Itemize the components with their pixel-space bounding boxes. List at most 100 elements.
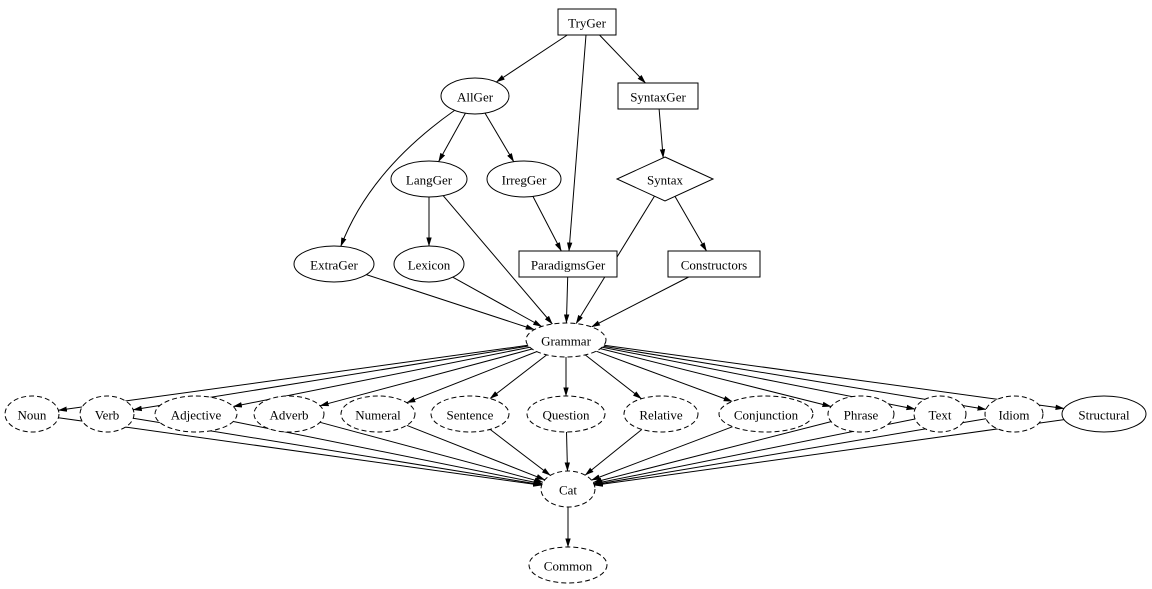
node-label-Numeral: Numeral <box>355 408 401 423</box>
node-shape-Relative <box>623 395 699 433</box>
node-label-LangGer: LangGer <box>406 173 453 188</box>
node-shape-Structural <box>1061 395 1147 433</box>
edge-TryGer-AllGer <box>495 34 568 83</box>
node-shape-Idiom <box>984 395 1044 433</box>
edge-Numeral-Cat <box>406 424 546 481</box>
node-Conjunction: Conjunction <box>718 395 814 433</box>
node-label-Relative: Relative <box>639 408 683 423</box>
node-label-Common: Common <box>544 559 593 574</box>
node-label-AllGer: AllGer <box>457 90 494 105</box>
edge-Grammar-Relative <box>584 354 642 400</box>
node-label-ExtraGer: ExtraGer <box>310 258 358 273</box>
edge-Adjective-Cat <box>233 421 543 485</box>
node-shape-Text <box>913 395 967 433</box>
edge-Structural-Cat <box>593 419 1065 487</box>
node-label-Syntax: Syntax <box>647 173 684 188</box>
edge-Relative-Cat <box>584 429 643 476</box>
node-label-Verb: Verb <box>95 408 120 423</box>
edge-ExtraGer-Grammar <box>366 274 535 331</box>
edge-Phrase-Cat <box>592 421 832 483</box>
node-shape-ExtraGer <box>293 245 375 283</box>
node-Syntax: Syntax <box>615 156 715 202</box>
edge-ParadigmsGer-Grammar <box>563 276 570 324</box>
node-shape-Common <box>528 546 608 584</box>
node-label-Idiom: Idiom <box>998 408 1029 423</box>
node-label-SyntaxGer: SyntaxGer <box>630 90 686 105</box>
node-TryGer: TryGer <box>557 8 617 36</box>
node-shape-SyntaxGer <box>617 82 699 110</box>
edge-Grammar-Structural <box>604 344 1065 411</box>
node-label-Question: Question <box>543 408 590 423</box>
edge-AllGer-LangGer <box>438 113 466 162</box>
node-shape-Cat <box>540 470 596 508</box>
node-label-Lexicon: Lexicon <box>408 258 451 273</box>
node-label-TryGer: TryGer <box>568 16 606 31</box>
node-shape-TryGer <box>557 8 617 36</box>
node-shape-Syntax <box>615 156 715 202</box>
node-Verb: Verb <box>79 395 135 433</box>
node-label-Adverb: Adverb <box>270 408 309 423</box>
node-ExtraGer: ExtraGer <box>293 245 375 283</box>
node-shape-IrregGer <box>486 160 562 198</box>
edge-TryGer-ParadigmsGer <box>566 34 587 252</box>
node-shape-Constructors <box>667 250 761 278</box>
node-Question: Question <box>526 395 606 433</box>
edge-TryGer-SyntaxGer <box>599 34 646 84</box>
node-Structural: Structural <box>1061 395 1147 433</box>
edge-Adverb-Cat <box>319 421 544 483</box>
node-Noun: Noun <box>4 395 60 433</box>
node-Common: Common <box>528 546 608 584</box>
node-Grammar: Grammar <box>525 322 607 358</box>
node-shape-Phrase <box>827 395 895 433</box>
node-Lexicon: Lexicon <box>393 245 465 283</box>
node-shape-Numeral <box>340 395 416 433</box>
edge-IrregGer-ParadigmsGer <box>532 196 562 252</box>
edge-Conjunction-Cat <box>591 426 733 481</box>
node-label-Grammar: Grammar <box>541 334 591 349</box>
edge-Sentence-Cat <box>489 429 551 476</box>
node-shape-Adjective <box>154 395 238 433</box>
node-label-Constructors: Constructors <box>681 258 747 273</box>
node-label-IrregGer: IrregGer <box>502 173 547 188</box>
node-shape-Sentence <box>430 395 510 433</box>
node-shape-LangGer <box>390 160 468 198</box>
node-shape-Adverb <box>253 395 325 433</box>
edge-SyntaxGer-Syntax <box>658 108 666 159</box>
edge-Grammar-Sentence <box>489 354 548 399</box>
node-shape-AllGer <box>440 77 510 115</box>
node-label-Noun: Noun <box>18 408 47 423</box>
node-label-ParadigmsGer: ParadigmsGer <box>531 258 606 273</box>
node-label-Phrase: Phrase <box>844 408 879 423</box>
node-label-Adjective: Adjective <box>171 408 222 423</box>
edge-Lexicon-Grammar <box>452 276 543 327</box>
node-label-Structural: Structural <box>1078 408 1130 423</box>
node-Text: Text <box>913 395 967 433</box>
node-shape-ParadigmsGer <box>518 250 618 278</box>
node-AllGer: AllGer <box>440 77 510 115</box>
node-Phrase: Phrase <box>827 395 895 433</box>
edge-LangGer-Grammar <box>442 195 553 325</box>
node-shape-Verb <box>79 395 135 433</box>
node-shape-Conjunction <box>718 395 814 433</box>
node-SyntaxGer: SyntaxGer <box>617 82 699 110</box>
node-Constructors: Constructors <box>667 250 761 278</box>
node-label-Sentence: Sentence <box>447 408 494 423</box>
node-shape-Grammar <box>525 322 607 358</box>
edges-layer <box>57 34 1065 548</box>
edge-AllGer-IrregGer <box>484 112 515 163</box>
edge-Grammar-Conjunction <box>596 350 733 402</box>
node-Relative: Relative <box>623 395 699 433</box>
node-shape-Lexicon <box>393 245 465 283</box>
edge-Grammar-Adverb <box>319 348 533 407</box>
edge-Question-Cat <box>564 431 570 472</box>
node-shape-Question <box>526 395 606 433</box>
edge-Grammar-Noun <box>57 344 529 412</box>
node-IrregGer: IrregGer <box>486 160 562 198</box>
node-Adjective: Adjective <box>154 395 238 433</box>
edge-Constructors-Grammar <box>591 276 689 328</box>
node-label-Text: Text <box>929 408 952 423</box>
edge-Idiom-Cat <box>593 418 987 486</box>
node-ParadigmsGer: ParadigmsGer <box>518 250 618 278</box>
